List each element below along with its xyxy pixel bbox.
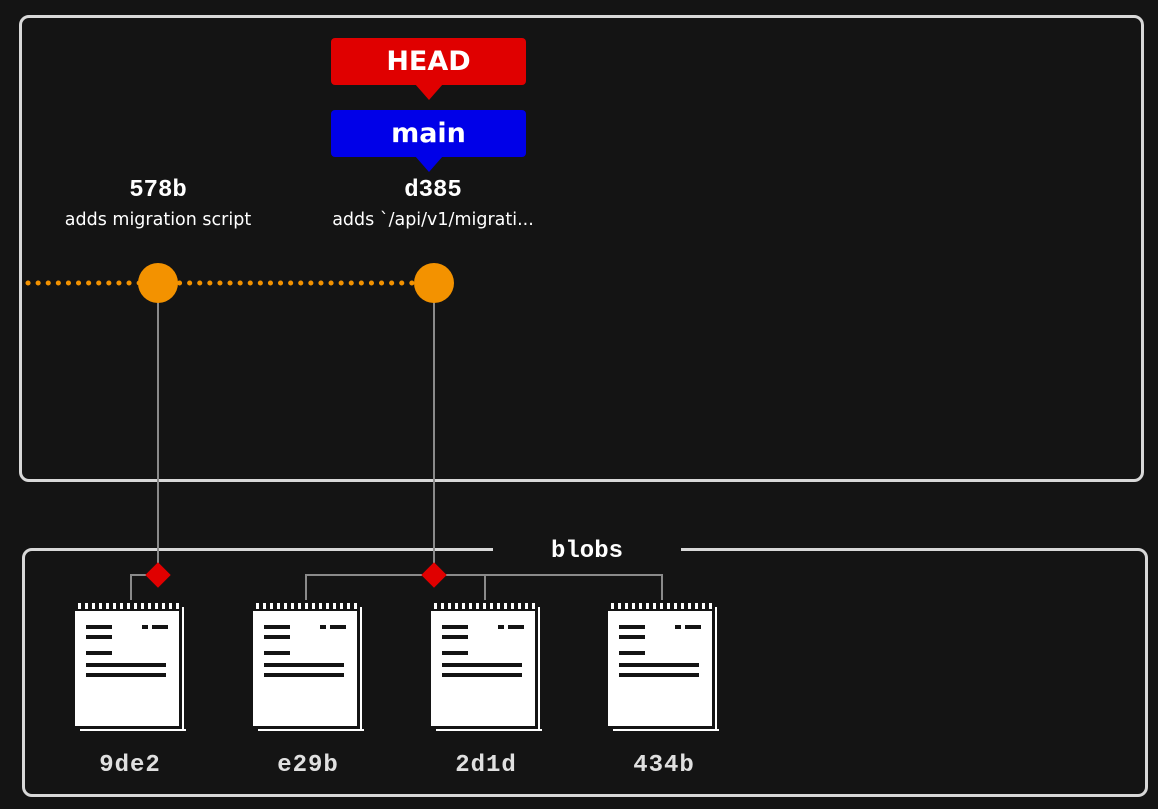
commit-message: adds migration script (64, 210, 252, 230)
commit-hash: 578b (129, 177, 187, 204)
blob-hash: 2d1d (455, 752, 517, 779)
blob-hash: 434b (633, 752, 695, 779)
head-pointer-label[interactable]: HEAD (331, 38, 526, 100)
commit-history-panel (19, 15, 1144, 482)
commit-dot-icon[interactable] (414, 263, 454, 303)
commit-dot-icon[interactable] (138, 263, 178, 303)
tree-blob-connector (305, 574, 422, 600)
commit-hash: d385 (404, 177, 462, 204)
notepad-file-icon[interactable] (73, 600, 189, 732)
blob-hash: e29b (277, 752, 339, 779)
tree-diamond-icon[interactable] (145, 562, 171, 588)
tree-blob-connector (446, 574, 663, 600)
blob-hash: 9de2 (99, 752, 161, 779)
notepad-file-icon[interactable] (251, 600, 367, 732)
notepad-file-icon[interactable] (429, 600, 545, 732)
branch-label-main[interactable]: main (331, 110, 526, 172)
tree-diamond-icon[interactable] (421, 562, 447, 588)
blobs-panel-title: blobs (493, 533, 681, 569)
notepad-file-icon[interactable] (606, 600, 722, 732)
commit-message: adds `/api/v1/migrati... (332, 210, 534, 230)
tree-blob-connector (130, 574, 146, 600)
